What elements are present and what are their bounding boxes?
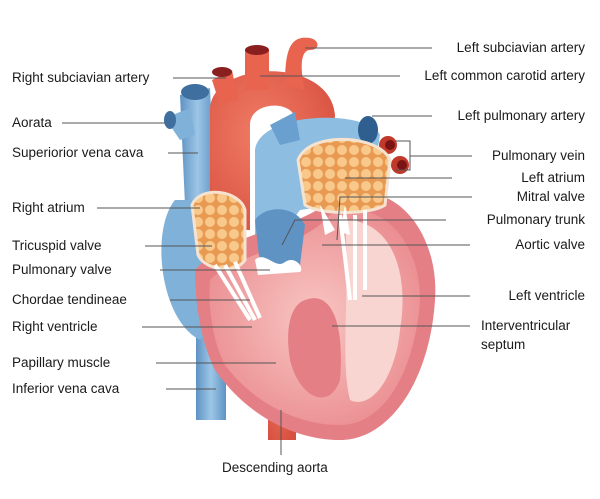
label-left-pulmonary-artery: Left pulmonary artery xyxy=(457,108,585,123)
superior-vena-cava-shape xyxy=(180,88,215,205)
septum-shape xyxy=(288,298,341,398)
label-papillary-muscle: Papillary muscle xyxy=(12,355,111,370)
label-chordae-tendineae: Chordae tendineae xyxy=(12,292,127,307)
label-left-common-carotid-artery: Left common carotid artery xyxy=(424,68,585,83)
label-left-subclavian-artery: Left subciavian artery xyxy=(456,40,585,55)
label-pulmonary-valve: Pulmonary valve xyxy=(12,262,112,277)
left-atrium-tissue xyxy=(296,137,392,214)
label-left-ventricle: Left ventricle xyxy=(508,288,585,303)
right-atrium-tissue xyxy=(190,190,247,271)
label-interventricular-septum-line1: Interventricular xyxy=(481,318,571,333)
leader-lines xyxy=(62,47,472,455)
label-pulmonary-trunk: Pulmonary trunk xyxy=(486,212,585,227)
label-inferior-vena-cava: Inferior vena cava xyxy=(12,381,120,396)
label-right-subclavian-artery: Right subciavian artery xyxy=(12,70,150,85)
label-aortic-valve: Aortic valve xyxy=(515,237,585,252)
label-left-atrium: Left atrium xyxy=(521,170,585,185)
label-aorta: Aorata xyxy=(12,115,52,130)
label-mitral-valve: Mitral valve xyxy=(516,189,585,204)
label-superior-vena-cava: Superiorior vena cava xyxy=(12,145,144,160)
label-descending-aorta: Descending aorta xyxy=(222,460,328,475)
label-right-atrium: Right atrium xyxy=(12,200,85,215)
label-pulmonary-vein: Pulmonary vein xyxy=(491,148,585,163)
label-interventricular-septum-line2: septum xyxy=(481,337,526,352)
label-right-ventricle: Right ventricle xyxy=(12,319,98,334)
label-tricuspid-valve: Tricuspid valve xyxy=(12,238,102,253)
